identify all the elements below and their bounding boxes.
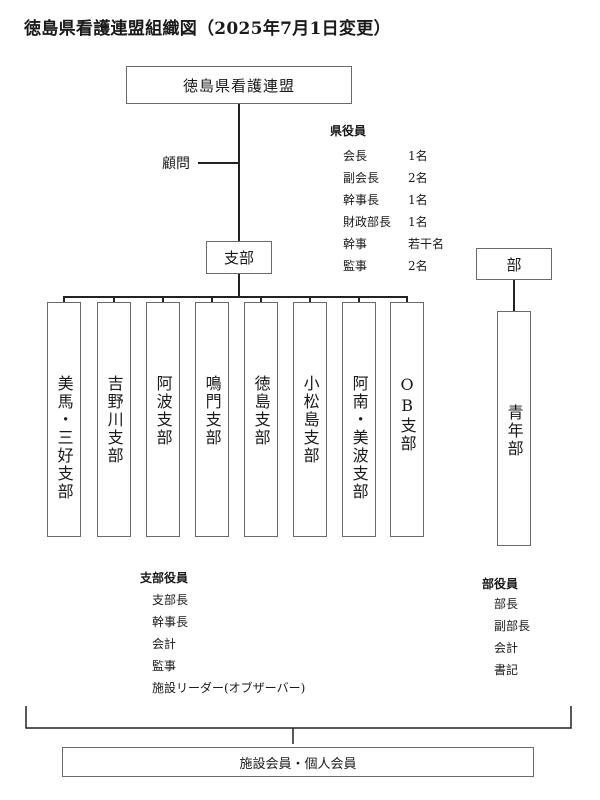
advisor-connector [198,162,239,164]
branch-officer-item: 支部長 [152,593,189,607]
branch-column: 鳴門支部 [195,302,229,537]
branch-officers-list: 支部長 幹事長 会計 監事 施設リーダー(オブザーバー) [152,589,305,699]
department-box: 部 [476,248,552,280]
branch-column: 吉野川支部 [97,302,131,537]
page-title: 徳島県看護連盟組織図（2025年7月1日変更） [24,19,391,39]
branch-column: 阿波支部 [146,302,180,537]
officer-count: 1名 [408,193,428,207]
branch-connector [260,296,262,303]
branch-officer-item: 監事 [152,659,177,673]
membership-box: 施設会員・個人会員 [62,747,534,777]
officer-role: 監事 [343,259,368,273]
department-box-label: 部 [506,255,522,274]
officer-role: 副会長 [343,171,380,185]
prefectural-officers-heading: 県役員 [330,124,367,138]
branch-connector [358,296,360,303]
branch-column: 徳島支部 [244,302,278,537]
officer-role: 財政部長 [343,215,392,229]
branch-connector [113,296,115,303]
trunk-line [238,104,240,242]
officer-count: 2名 [408,259,428,273]
federation-box: 徳島県看護連盟 [126,66,352,104]
department-column: 青年部 [497,311,531,546]
membership-label: 施設会員・個人会員 [239,756,357,772]
branch-column-label: 徳島支部 [251,375,271,447]
department-officer-item: 副部長 [494,619,531,633]
branch-officer-item: 施設リーダー(オブザーバー) [152,681,306,695]
branch-connector [63,296,65,303]
officer-role: 会長 [343,149,368,163]
branch-officers-heading: 支部役員 [140,571,189,585]
branch-officer-item: 会計 [152,637,177,651]
branch-column: 小松島支部 [293,302,327,537]
advisor-label: 顧問 [162,156,190,172]
department-connector [513,280,515,312]
department-officer-item: 会計 [494,641,519,655]
officer-count: 1名 [408,215,428,229]
branch-connector [162,296,164,303]
officer-count: 1名 [408,149,428,163]
department-column-label: 青年部 [504,404,524,458]
branch-officer-item: 幹事長 [152,615,189,629]
branch-column: 美馬・三好支部 [47,302,81,537]
officer-count: 若干名 [408,237,445,251]
department-officer-item: 部長 [494,597,519,611]
department-officers-list: 部長 副部長 会計 書記 [494,593,530,681]
branch-column-label: 阿波支部 [153,375,173,447]
officer-count: 2名 [408,171,428,185]
branch-column-label: 阿南・美波支部 [349,375,369,501]
branch-column-label: OB支部 [397,375,417,453]
branch-box: 支部 [206,241,272,274]
branch-box-label: 支部 [223,249,254,267]
department-officer-item: 書記 [494,663,519,677]
officer-role: 幹事 [343,237,368,251]
branch-connector [406,296,408,303]
branch-column-label: 小松島支部 [300,375,320,465]
branch-trunk-line [238,274,240,298]
branch-connector [309,296,311,303]
branch-column-label: 美馬・三好支部 [54,375,74,501]
branch-column: 阿南・美波支部 [342,302,376,537]
federation-label: 徳島県看護連盟 [182,76,295,95]
branch-column-label: 吉野川支部 [104,375,124,465]
branch-column-label: 鳴門支部 [202,375,222,447]
branch-connector [211,296,213,303]
branch-bus-line [64,296,408,298]
branch-column: OB支部 [390,302,424,537]
officer-role: 幹事長 [343,193,380,207]
department-officers-heading: 部役員 [482,577,519,591]
